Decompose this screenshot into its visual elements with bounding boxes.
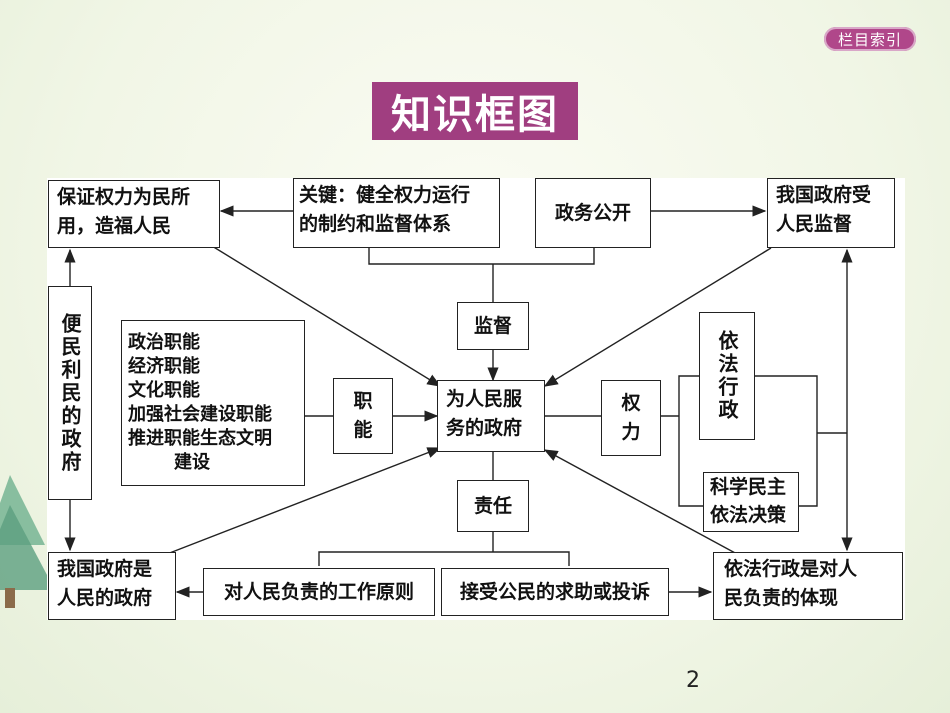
page-title: 知识框图 <box>372 82 578 140</box>
node-center-line1: 为人民服 <box>446 388 523 410</box>
node-supervised-line2: 人民监督 <box>776 213 853 235</box>
knowledge-diagram: 保证权力为民所 用，造福人民 关键：健全权力运行 的制约和监督体系 政务公开 我… <box>47 178 905 620</box>
node-people-government: 我国政府是 人民的政府 <box>48 552 176 620</box>
node-people-gov-line2: 人民的政府 <box>57 587 153 609</box>
node-science-line2: 依法决策 <box>710 504 787 526</box>
node-serve-people-government: 为人民服 务的政府 <box>437 380 545 452</box>
function-item: 加强社会建设职能 <box>128 404 272 425</box>
node-key: 关键：健全权力运行 的制约和监督体系 <box>293 178 500 248</box>
node-key-line2: 的制约和监督体系 <box>299 213 452 235</box>
node-people-gov-line1: 我国政府是 <box>57 558 153 580</box>
node-supervised-line1: 我国政府受 <box>776 184 872 206</box>
node-supervised-by-people: 我国政府受 人民监督 <box>767 178 895 248</box>
node-science-line1: 科学民主 <box>710 476 787 498</box>
node-convenient-government: 便民利民的政府 <box>48 286 92 500</box>
node-function-label: 职 能 <box>333 378 393 454</box>
node-accept-complaints: 接受公民的求助或投诉 <box>441 568 669 616</box>
node-work-principle: 对人民负责的工作原则 <box>203 568 435 616</box>
node-guarantee: 保证权力为民所 用，造福人民 <box>48 180 220 248</box>
node-law-embodiment: 依法行政是对人 民负责的体现 <box>713 552 903 620</box>
node-center-line2: 务的政府 <box>446 417 523 439</box>
node-government-affairs-open: 政务公开 <box>535 178 651 248</box>
page-number: 2 <box>686 668 700 693</box>
function-item: 推进职能生态文明 <box>128 428 272 449</box>
node-scientific-decision: 科学民主 依法决策 <box>703 472 799 532</box>
node-guarantee-line1: 保证权力为民所 <box>57 186 191 208</box>
function-item: 政治职能 <box>128 332 200 353</box>
function-item: 文化职能 <box>128 380 200 401</box>
node-key-line1: 关键：健全权力运行 <box>299 184 471 206</box>
connector-lines <box>64 205 853 598</box>
node-power-label: 权 力 <box>601 380 661 456</box>
node-embody-line2: 民负责的体现 <box>724 587 839 609</box>
section-index-button[interactable]: 栏目索引 <box>824 27 916 51</box>
function-item: 经济职能 <box>128 356 200 377</box>
node-supervision: 监督 <box>457 302 529 350</box>
node-embody-line1: 依法行政是对人 <box>724 558 858 580</box>
function-item: 建设 <box>174 452 210 473</box>
node-responsibility: 责任 <box>457 480 529 532</box>
power-label-char: 权 <box>621 392 641 414</box>
function-label-char: 能 <box>353 419 373 441</box>
node-law-administration: 依法行政 <box>699 312 755 440</box>
node-guarantee-line2: 用，造福人民 <box>57 215 172 237</box>
function-label-char: 职 <box>353 390 373 412</box>
tree-decoration <box>0 475 55 608</box>
node-functions-list: 政治职能 经济职能 文化职能 加强社会建设职能 推进职能生态文明 建设 <box>121 320 305 486</box>
power-label-char: 力 <box>621 421 641 443</box>
